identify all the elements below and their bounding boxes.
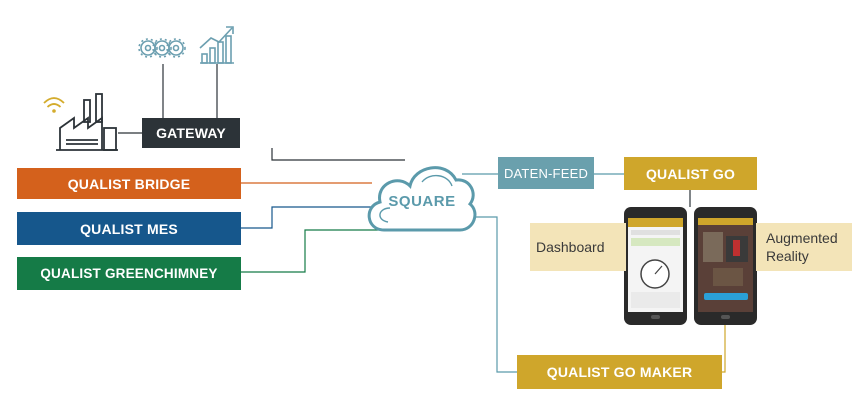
daten-feed-box: DATEN-FEED [498,157,594,189]
qualist-greenchimney-label: QUALIST GREENCHIMNEY [40,266,218,281]
cloud-maker-connector [455,216,517,373]
qualist-go-label: QUALIST GO [645,165,736,182]
greenchimney-connector [241,229,390,273]
gateway-connector [271,148,405,161]
qualist-mes-box: QUALIST MES [17,212,241,245]
qualist-bridge-label: QUALIST BRIDGE [67,175,191,192]
factory-icon [56,93,118,151]
qualist-mes-label: QUALIST MES [80,220,178,237]
growth-chart-icon [199,26,234,64]
augmented-reality-label-box: Augmented Reality [756,223,852,271]
cloud-icon [367,166,477,232]
mes-connector [241,206,372,229]
reality-label: Reality [766,248,809,264]
gears-icon [138,38,186,58]
qualist-go-box: QUALIST GO [624,157,757,190]
daten-feed-label: DATEN-FEED [503,165,589,181]
dashboard-phone [624,207,687,325]
wifi-icon [43,97,65,113]
qualist-go-maker-label: QUALIST GO MAKER [546,364,693,380]
square-cloud-label: SQUARE [388,193,456,210]
qualist-go-maker-box: QUALIST GO MAKER [517,355,722,389]
phone-maker-connector [722,325,726,373]
gateway-box: GATEWAY [142,118,240,148]
gateway-label: GATEWAY [156,125,226,141]
qualist-bridge-box: QUALIST BRIDGE [17,168,241,199]
ar-phone [694,207,757,325]
dashboard-label-box: Dashboard [530,223,626,271]
augmented-label: Augmented [766,230,838,246]
dashboard-label: Dashboard [536,239,605,255]
qualist-greenchimney-box: QUALIST GREENCHIMNEY [17,257,241,290]
